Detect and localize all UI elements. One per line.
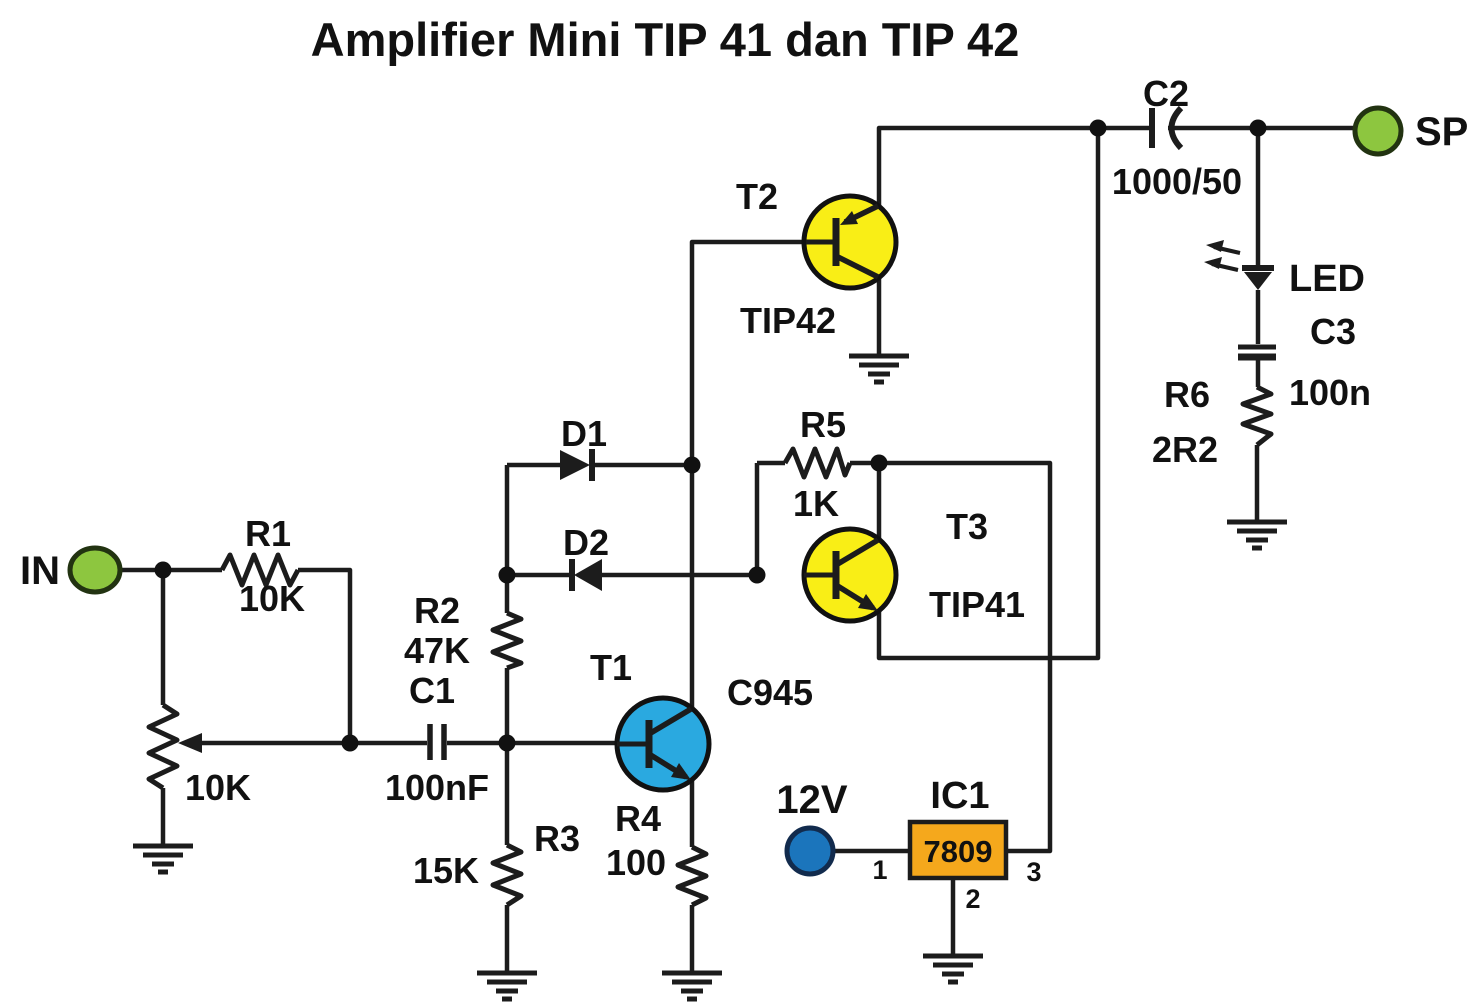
resistor-r1: R1 10K <box>219 513 305 619</box>
supply-terminal-circle <box>784 825 836 877</box>
t2-part: TIP42 <box>740 300 836 341</box>
wire-network <box>119 125 1355 973</box>
junction-dot <box>154 561 172 579</box>
led-label: LED <box>1289 258 1365 300</box>
terminal-12v: 12V <box>776 778 848 877</box>
junction-dot <box>498 566 516 584</box>
junction-dot <box>748 566 766 584</box>
ground-symbol-r4 <box>662 973 722 999</box>
d2-ref: D2 <box>563 522 609 563</box>
in-terminal-label: IN <box>20 549 60 593</box>
t3-emitter-arrow <box>858 594 878 611</box>
ground-symbols <box>133 356 1287 999</box>
transistor-t2: T2 TIP42 <box>736 176 899 341</box>
ic1-body <box>907 819 1009 881</box>
r5-value: 1K <box>793 483 839 524</box>
r3-ref: R3 <box>534 818 580 859</box>
c3-value: 100n <box>1289 372 1371 413</box>
junction-dots <box>154 119 1267 752</box>
ic1-ref: IC1 <box>930 775 989 817</box>
r5-ref: R5 <box>800 404 846 445</box>
c2-value: 1000/50 <box>1112 161 1242 202</box>
diode-d2: D2 <box>563 522 609 591</box>
ic1-pin2-label: 2 <box>965 884 980 914</box>
r6-value: 2R2 <box>1152 429 1218 470</box>
capacitor-c2: C2 1000/50 <box>1112 73 1242 202</box>
t1-part: C945 <box>727 672 813 713</box>
r1-value: 10K <box>239 578 305 619</box>
ic1-pin1-label: 1 <box>872 855 887 885</box>
junction-dot <box>1089 119 1107 137</box>
r6-ref: R6 <box>1164 374 1210 415</box>
r2-value: 47K <box>404 630 470 671</box>
t3-part: TIP41 <box>929 584 1025 625</box>
r4-value: 100 <box>606 842 666 883</box>
in-terminal-circle <box>67 545 123 595</box>
t1-ref: T1 <box>590 647 632 688</box>
junction-dot <box>341 734 359 752</box>
terminal-in: IN <box>20 545 123 595</box>
c2-ref: C2 <box>1143 73 1189 114</box>
ground-symbol-pot <box>133 846 193 872</box>
capacitor-c1: C1 100nF <box>385 670 489 808</box>
ic1-regulator: 7809 IC1 1 3 2 <box>872 775 1041 914</box>
r2-ref: R2 <box>414 590 460 631</box>
d1-ref: D1 <box>561 413 607 454</box>
transistor-t3: T3 TIP41 <box>801 506 1025 625</box>
resistor-r6: R6 2R2 <box>1152 374 1274 470</box>
c1-value: 100nF <box>385 767 489 808</box>
r3-value: 15K <box>413 850 479 891</box>
terminal-sp: SP <box>1352 105 1468 157</box>
t3-ref: T3 <box>946 506 988 547</box>
sp-terminal-label: SP <box>1415 110 1468 154</box>
led: LED <box>1204 240 1365 300</box>
junction-dot <box>1249 119 1267 137</box>
resistor-r2: R2 47K <box>404 590 524 671</box>
sp-terminal-circle <box>1352 105 1404 157</box>
r4-ref: R4 <box>615 798 661 839</box>
ic1-pin3-label: 3 <box>1026 857 1041 887</box>
t2-emitter-arrow <box>840 211 858 225</box>
ic1-part: 7809 <box>924 834 993 869</box>
potentiometer-10k: 10K <box>146 702 251 808</box>
schematic-title: Amplifier Mini TIP 41 dan TIP 42 <box>311 13 1020 66</box>
c1-ref: C1 <box>409 670 455 711</box>
t1-emitter-arrow <box>671 763 691 780</box>
junction-dot <box>870 454 888 472</box>
led-emission-arrows <box>1204 240 1241 272</box>
ground-symbol-r6 <box>1227 522 1287 548</box>
capacitor-c3: C3 100n <box>1238 311 1371 413</box>
resistor-r4: R4 100 <box>606 798 709 908</box>
junction-dot <box>683 456 701 474</box>
t2-ref: T2 <box>736 176 778 217</box>
diode-d1: D1 <box>560 413 607 481</box>
transistor-t1: T1 C945 <box>590 647 813 793</box>
junction-dot <box>498 734 516 752</box>
supply-label: 12V <box>776 778 847 822</box>
pot-value: 10K <box>185 767 251 808</box>
t2-body <box>801 193 899 291</box>
resistor-r5: R5 1K <box>782 404 853 524</box>
ground-symbol-t2 <box>849 356 909 382</box>
ground-symbol-r3 <box>477 973 537 999</box>
pot-wiper-arrow <box>178 733 202 753</box>
resistor-r3: R3 15K <box>413 818 580 908</box>
ground-symbol-ic1 <box>923 956 983 982</box>
c3-ref: C3 <box>1310 311 1356 352</box>
r1-ref: R1 <box>245 513 291 554</box>
